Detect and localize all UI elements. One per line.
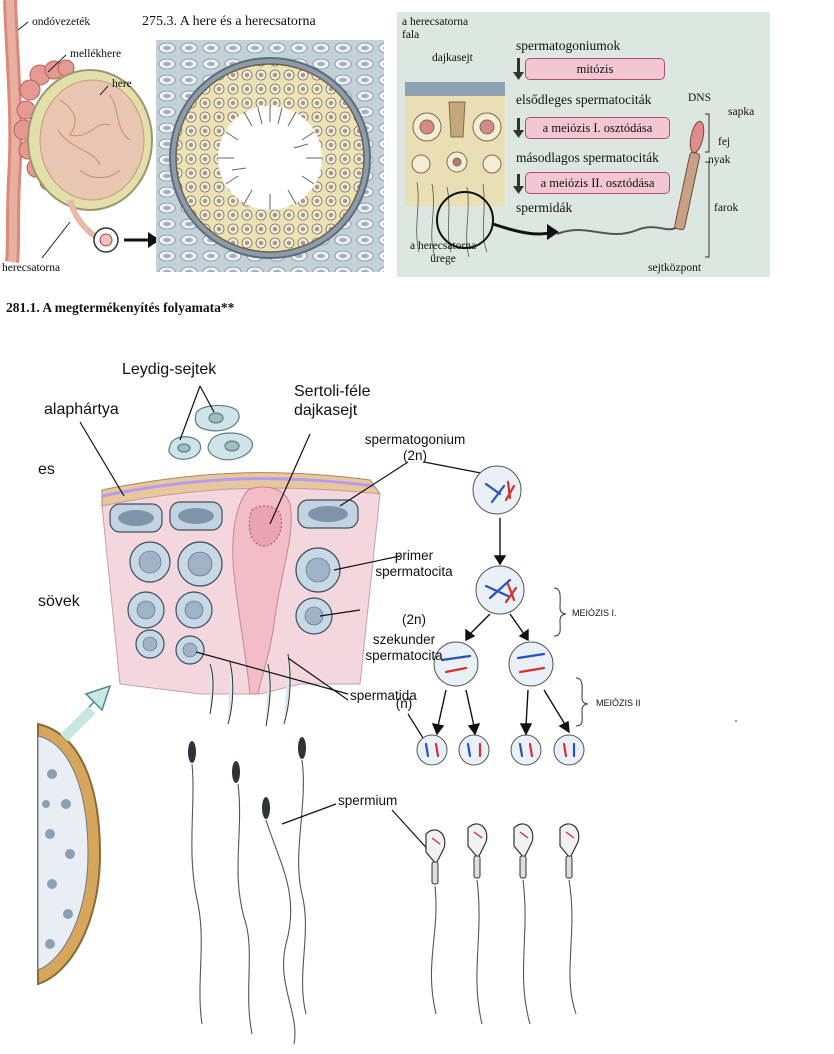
- seminiferous-epithelium: [37, 385, 737, 1045]
- stage-masodlagos: másodlagos spermatociták: [516, 150, 659, 165]
- label-fej: fej: [718, 136, 731, 148]
- label-lumen: a herecsatorna ürege: [410, 240, 477, 265]
- label-sertoli: Sertoli-féle dajkasejt: [294, 383, 371, 419]
- panel-graphics: [405, 58, 710, 258]
- label-spermatida: spermatida: [350, 688, 417, 703]
- process-mitozis: mitózis: [525, 58, 665, 80]
- label-here: here: [112, 78, 132, 90]
- label-meiosis-2: MEIÓZIS II: [596, 698, 641, 708]
- label-alaphartya: alaphártya: [44, 401, 119, 418]
- label-sapka: sapka: [728, 106, 755, 118]
- label-dajkasejt-top: dajkasejt: [432, 52, 473, 64]
- label-sejtkozpont: sejtközpont: [648, 262, 702, 274]
- stage-spermidak: spermidák: [516, 200, 573, 215]
- label-herecsatorna: herecsatorna: [2, 262, 61, 274]
- label-leydig: Leydig-sejtek: [122, 361, 217, 378]
- label-ondovezetek: ondóvezeték: [32, 16, 91, 28]
- label-szekunder-spermatocita: szekunder spermatocita (n): [365, 632, 443, 711]
- stage-elsodleges: elsődleges spermatociták: [516, 92, 652, 107]
- label-mellekhere: mellékhere: [70, 48, 122, 60]
- caption-275: 275.3. A here és a herecsatorna: [142, 14, 316, 29]
- label-spermatogonium: spermatogonium (2n): [364, 432, 466, 463]
- label-dns: DNS: [688, 92, 712, 104]
- label-primer-spermatocita: primer spermatocita (2n): [375, 548, 453, 627]
- label-spermium: spermium: [338, 793, 398, 808]
- caption-281: 281.1. A megtermékenyítés folyamata**: [6, 300, 235, 315]
- label-cut-es: es: [38, 461, 55, 478]
- process-meiozis1: a meiózis I. osztódása: [525, 117, 670, 139]
- label-meiosis-1: MEIÓZIS I.: [572, 608, 617, 618]
- label-cut-sovek: sövek: [38, 593, 80, 610]
- process-meiozis2: a meiózis II. osztódása: [525, 172, 670, 194]
- label-farok: farok: [714, 202, 739, 214]
- label-wall: a herecsatorna fala: [402, 16, 469, 41]
- label-nyak: nyak: [708, 154, 731, 166]
- stage-spermatogoniumok: spermatogoniumok: [516, 38, 621, 53]
